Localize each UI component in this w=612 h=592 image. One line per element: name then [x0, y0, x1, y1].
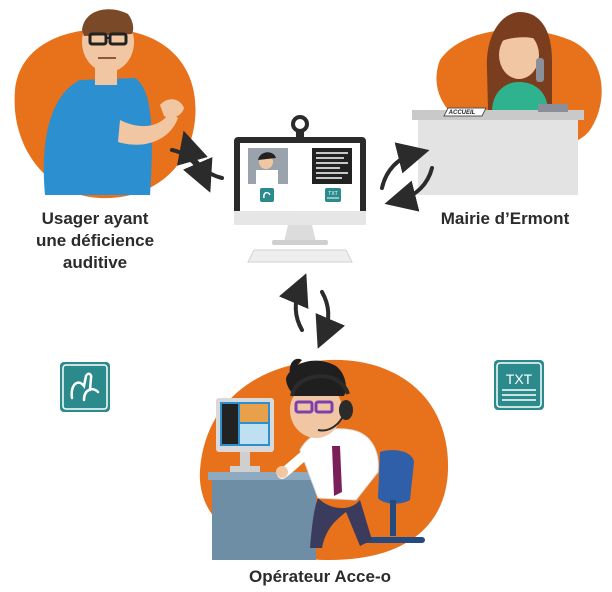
headset-icon — [290, 374, 353, 432]
arrows-computer-operator — [278, 273, 346, 349]
operator-illustration — [199, 358, 449, 560]
sign-language-icon — [60, 362, 110, 412]
phone-icon — [536, 58, 544, 82]
desk-sign-text: ACCUEIL — [448, 110, 476, 116]
user-illustration — [14, 9, 196, 199]
user-label-line3: auditive — [62, 253, 128, 272]
arrows-user-computer — [170, 130, 224, 193]
mairie-label: Mairie d’Ermont — [440, 209, 570, 228]
operator-desk — [212, 476, 316, 560]
user-label-line2: une déficience — [35, 231, 155, 250]
center-computer: TXT — [234, 115, 366, 263]
txt-icon-label: TXT — [506, 371, 533, 387]
user-label: Usager ayant une déficience auditive — [20, 208, 170, 274]
user-label-line1: Usager ayant — [41, 209, 149, 228]
reception-desk — [418, 115, 578, 195]
operator-label: Opérateur Acce-o — [248, 567, 392, 586]
keyboard — [247, 249, 353, 263]
mairie-illustration: ACCUEIL — [412, 12, 602, 195]
txt-icon: TXT — [494, 360, 544, 410]
arrows-computer-mairie — [380, 142, 434, 212]
mini-sign-language-icon — [260, 188, 274, 202]
svg-text:TXT: TXT — [328, 191, 337, 197]
webcam-icon — [291, 115, 309, 137]
